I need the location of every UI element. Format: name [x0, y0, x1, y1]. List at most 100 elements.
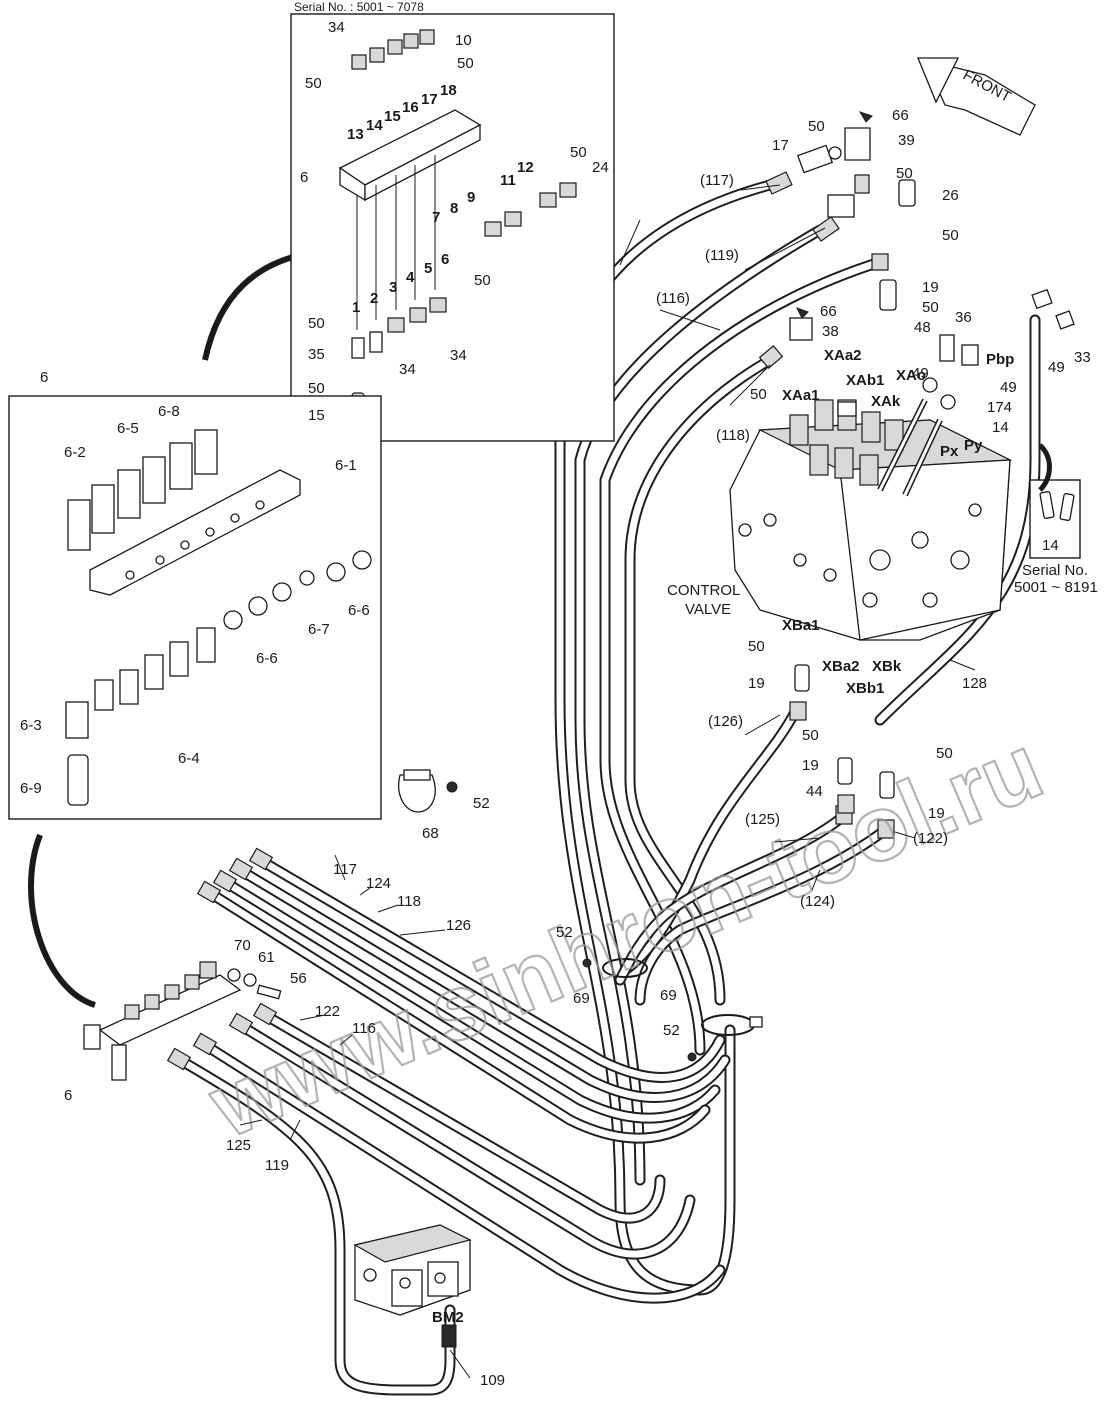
hose-118: 118: [397, 893, 421, 910]
hose-122: 122: [315, 1003, 340, 1020]
control-valve-label-2: VALVE: [685, 601, 731, 618]
callout-50: 50: [457, 55, 474, 72]
callout-50: 50: [896, 165, 913, 182]
callout-14: 14: [992, 419, 1009, 436]
callout-19: 19: [802, 757, 819, 774]
hose-label-119: (119): [705, 247, 739, 264]
fitting-33: [1031, 288, 1075, 330]
port-xba1: XBa1: [782, 617, 820, 634]
hose-label-125: (125): [745, 811, 780, 828]
callout-34: 34: [450, 347, 467, 364]
callout-6-1: 6-1: [335, 457, 357, 474]
callout-6-6: 6-6: [256, 650, 278, 667]
valve-bottom-fittings: [794, 664, 895, 814]
callout-66: 66: [820, 303, 837, 320]
callout-6-9: 6-9: [20, 780, 42, 797]
callout-34: 34: [399, 361, 416, 378]
callout-44: 44: [806, 783, 823, 800]
valve-top-fittings: [789, 111, 979, 417]
callout-6: 6: [300, 169, 308, 186]
port-px: Px: [940, 443, 959, 460]
callout-50: 50: [308, 315, 325, 332]
inset-right-serial-2: 5001 ~ 8191: [1014, 579, 1098, 596]
callout-19: 19: [928, 805, 945, 822]
callout-6b: 6: [441, 251, 449, 268]
callout-69: 69: [573, 990, 590, 1007]
callout-50: 50: [936, 745, 953, 762]
callout-35: 35: [308, 346, 325, 363]
callout-6: 6: [64, 1087, 72, 1104]
callout-6-4: 6-4: [178, 750, 200, 767]
hose-label-124: (124): [800, 893, 835, 910]
callout-10: 10: [455, 32, 472, 49]
hose-124: 124: [366, 875, 391, 892]
callout-50: 50: [922, 299, 939, 316]
callout-38: 38: [822, 323, 839, 340]
inset-right-part: 14: [1042, 537, 1059, 554]
callout-6-2: 6-2: [64, 444, 86, 461]
callout-61: 61: [258, 949, 275, 966]
callout-50: 50: [750, 386, 767, 403]
callout-49: 49: [912, 365, 929, 382]
port-xba2: XBa2: [822, 658, 860, 675]
callout-17: 17: [772, 137, 789, 154]
port-xaa2: XAa2: [824, 347, 862, 364]
callout-39: 39: [898, 132, 915, 149]
clip-68: [398, 769, 458, 813]
callout-52: 52: [473, 795, 490, 812]
callout-9: 9: [467, 189, 475, 206]
callout-2: 2: [370, 290, 378, 307]
control-valve: [729, 398, 1013, 641]
callout-52: 52: [556, 924, 573, 941]
leader-lines: [239, 184, 976, 1379]
hose-117: 117: [333, 861, 357, 878]
hose-109: 109: [480, 1372, 505, 1389]
hose-bundle: [174, 179, 1041, 1396]
callout-7: 7: [432, 209, 440, 226]
callout-17: 17: [421, 91, 438, 108]
callout-19: 19: [748, 675, 765, 692]
bolt-assembly: [227, 968, 282, 1000]
callout-4: 4: [406, 269, 415, 286]
hose-label-122: (122): [913, 830, 948, 847]
callout-6-6: 6-6: [348, 602, 370, 619]
inset-left-title: 6: [40, 369, 48, 386]
callout-50: 50: [808, 118, 825, 135]
callout-24: 24: [592, 159, 609, 176]
callout-174: 174: [987, 399, 1012, 416]
callout-50: 50: [570, 144, 587, 161]
inset-top-serial: Serial No. : 5001 ~ 7078: [294, 0, 424, 14]
hose-label-116: (116): [656, 290, 690, 307]
port-xbb1: XBb1: [846, 680, 884, 697]
callout-3: 3: [389, 279, 397, 296]
bolt-52-clamp: [582, 958, 697, 1062]
callout-50: 50: [748, 638, 765, 655]
port-xak: XAk: [871, 393, 901, 410]
callout-50: 50: [308, 380, 325, 397]
callout-36: 36: [955, 309, 972, 326]
port-pbp: Pbp: [986, 351, 1014, 368]
callout-49: 49: [1048, 359, 1065, 376]
pilot-manifold-bm2: [353, 1224, 472, 1316]
callout-50: 50: [474, 272, 491, 289]
port-bm2: BM2: [432, 1309, 464, 1326]
callout-6-7: 6-7: [308, 621, 330, 638]
callout-14: 14: [366, 117, 383, 134]
callout-33: 33: [1074, 349, 1091, 366]
hose-fittings: [166, 171, 895, 1348]
callout-6-5: 6-5: [117, 420, 139, 437]
callout-69: 69: [660, 987, 677, 1004]
callout-56: 56: [290, 970, 307, 987]
hose-label-118: (118): [716, 427, 750, 444]
hose-125: 125: [226, 1137, 251, 1154]
inset-top: [290, 13, 615, 442]
callout-1: 1: [352, 299, 360, 316]
callout-49: 49: [1000, 379, 1017, 396]
callout-50: 50: [942, 227, 959, 244]
callout-66: 66: [892, 107, 909, 124]
callout-52: 52: [663, 1022, 680, 1039]
callout-48: 48: [914, 319, 931, 336]
hose-label-117: (117): [700, 172, 734, 189]
hose-128: 128: [962, 675, 987, 692]
